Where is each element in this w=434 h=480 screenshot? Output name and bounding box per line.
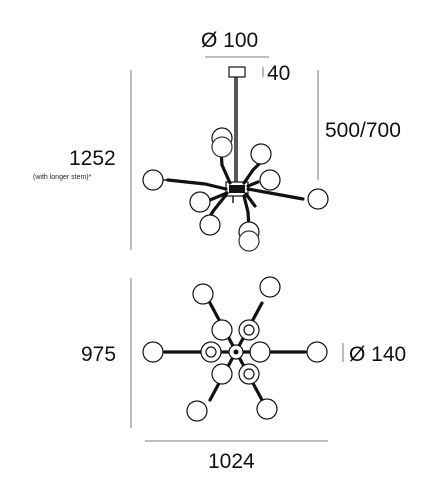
- elevation-dimension-lines: [130, 56, 319, 250]
- bulb: [259, 276, 281, 298]
- plan-depth-label: 975: [81, 343, 117, 366]
- elevation-view: [142, 66, 329, 252]
- total-height-label: 1252: [69, 147, 116, 170]
- arm-right: [246, 187, 305, 201]
- bulb: [211, 363, 233, 385]
- bulb: [250, 143, 272, 165]
- bulb: [211, 319, 233, 341]
- canopy-height-label: 40: [267, 62, 291, 85]
- canopy-diameter-label: Ø 100: [201, 29, 259, 52]
- bulb: [259, 169, 281, 191]
- plan-view: [142, 276, 328, 422]
- bulb: [238, 230, 260, 252]
- plan-dimension-lines: [130, 278, 344, 442]
- bulb: [189, 191, 211, 213]
- bulb: [199, 214, 221, 236]
- canopy: [228, 66, 246, 78]
- bulb: [200, 341, 222, 363]
- bulb: [142, 169, 164, 191]
- body-height-label: 500/700: [325, 119, 401, 142]
- bulb: [306, 341, 328, 363]
- bulb: [211, 136, 233, 158]
- arm-left: [166, 178, 228, 191]
- plan-width-label: 1024: [208, 450, 255, 473]
- bulb-diameter-label: Ø 140: [349, 343, 407, 366]
- bulb: [238, 363, 260, 385]
- bulb: [192, 283, 214, 305]
- bulb: [142, 341, 164, 363]
- bulb: [249, 341, 271, 363]
- bulb: [238, 319, 260, 341]
- bulb: [256, 398, 278, 420]
- total-height-note: (with longer stem)*: [33, 174, 92, 181]
- bulb: [307, 188, 329, 210]
- bulb: [186, 400, 208, 422]
